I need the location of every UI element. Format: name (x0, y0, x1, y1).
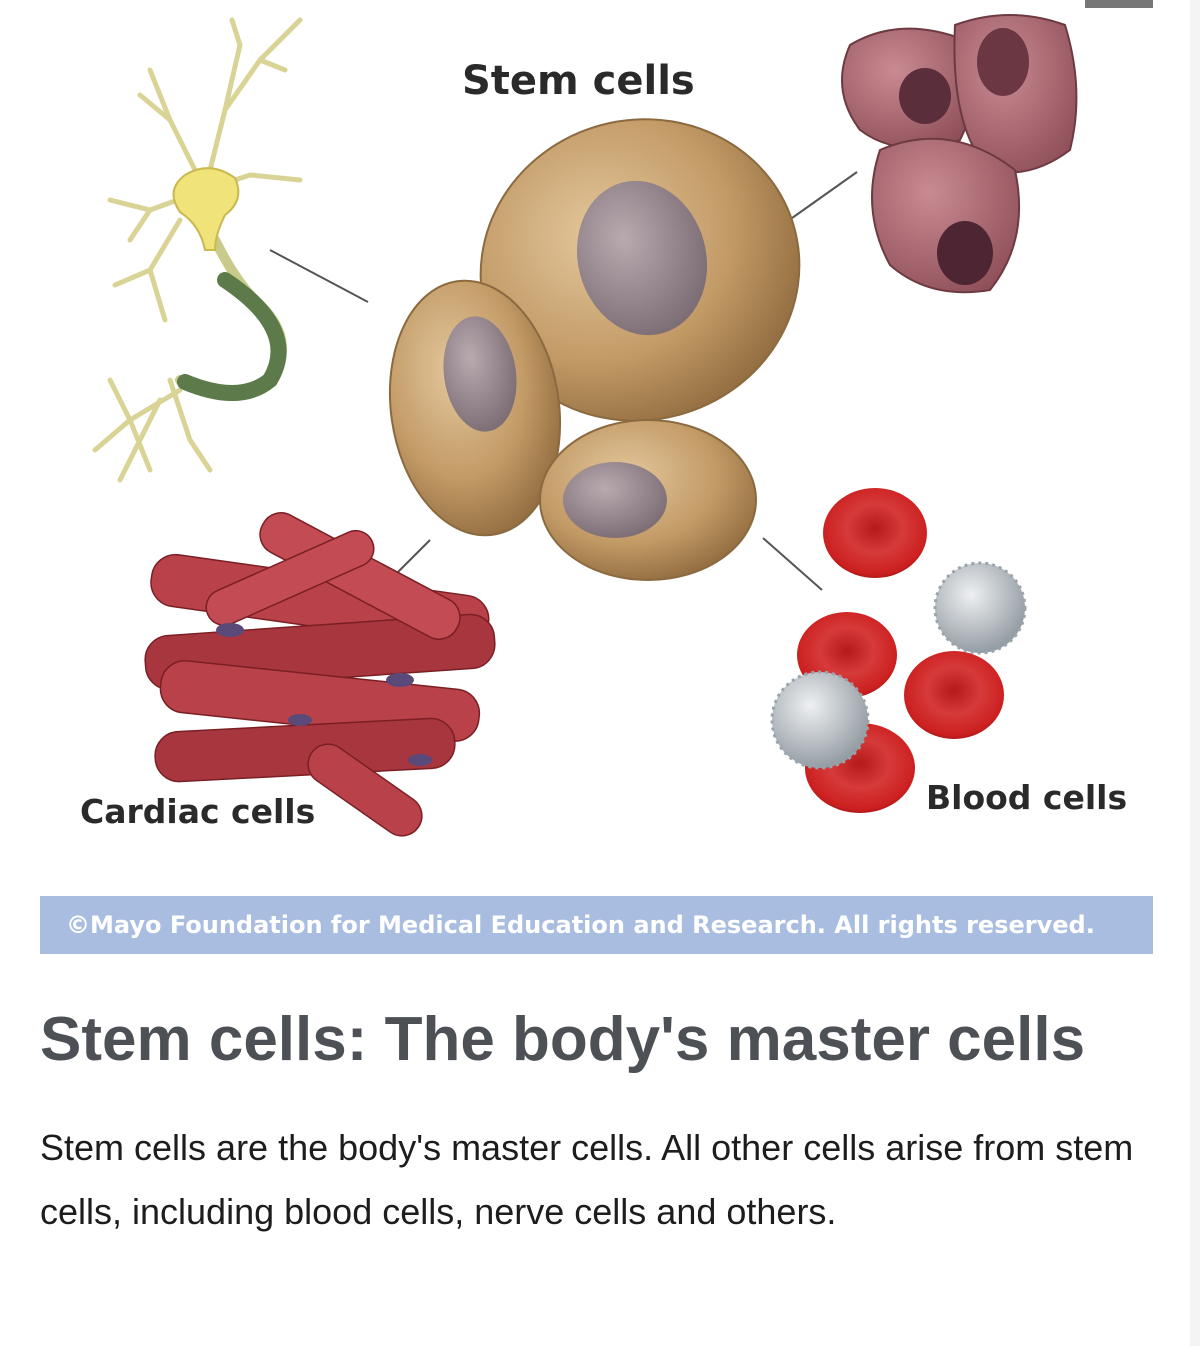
label-cardiac-cells: Cardiac cells (80, 792, 316, 831)
corner-tab (1085, 0, 1153, 8)
nerve-cell (92, 17, 303, 483)
cardiac-nuclei (216, 623, 432, 766)
label-blood-cells: Blood cells (926, 778, 1128, 817)
article-title: Stem cells: The body's master cells (40, 1005, 1086, 1074)
cardiac-muscle-cells (144, 512, 496, 837)
copyright-banner: ©Mayo Foundation for Medical Education a… (40, 896, 1153, 954)
nerve-soma (172, 167, 240, 251)
article-description: Stem cells are the body's master cells. … (40, 1127, 1134, 1232)
stem-cells-illustration (92, 14, 1078, 837)
label-stem-cells: Stem cells (462, 58, 695, 104)
tissue-cells (841, 14, 1078, 294)
scrollbar-track[interactable] (1190, 0, 1200, 1346)
stem-cell-cluster (388, 118, 801, 581)
blood-cells (770, 488, 1027, 813)
leader-lines (269, 171, 858, 591)
